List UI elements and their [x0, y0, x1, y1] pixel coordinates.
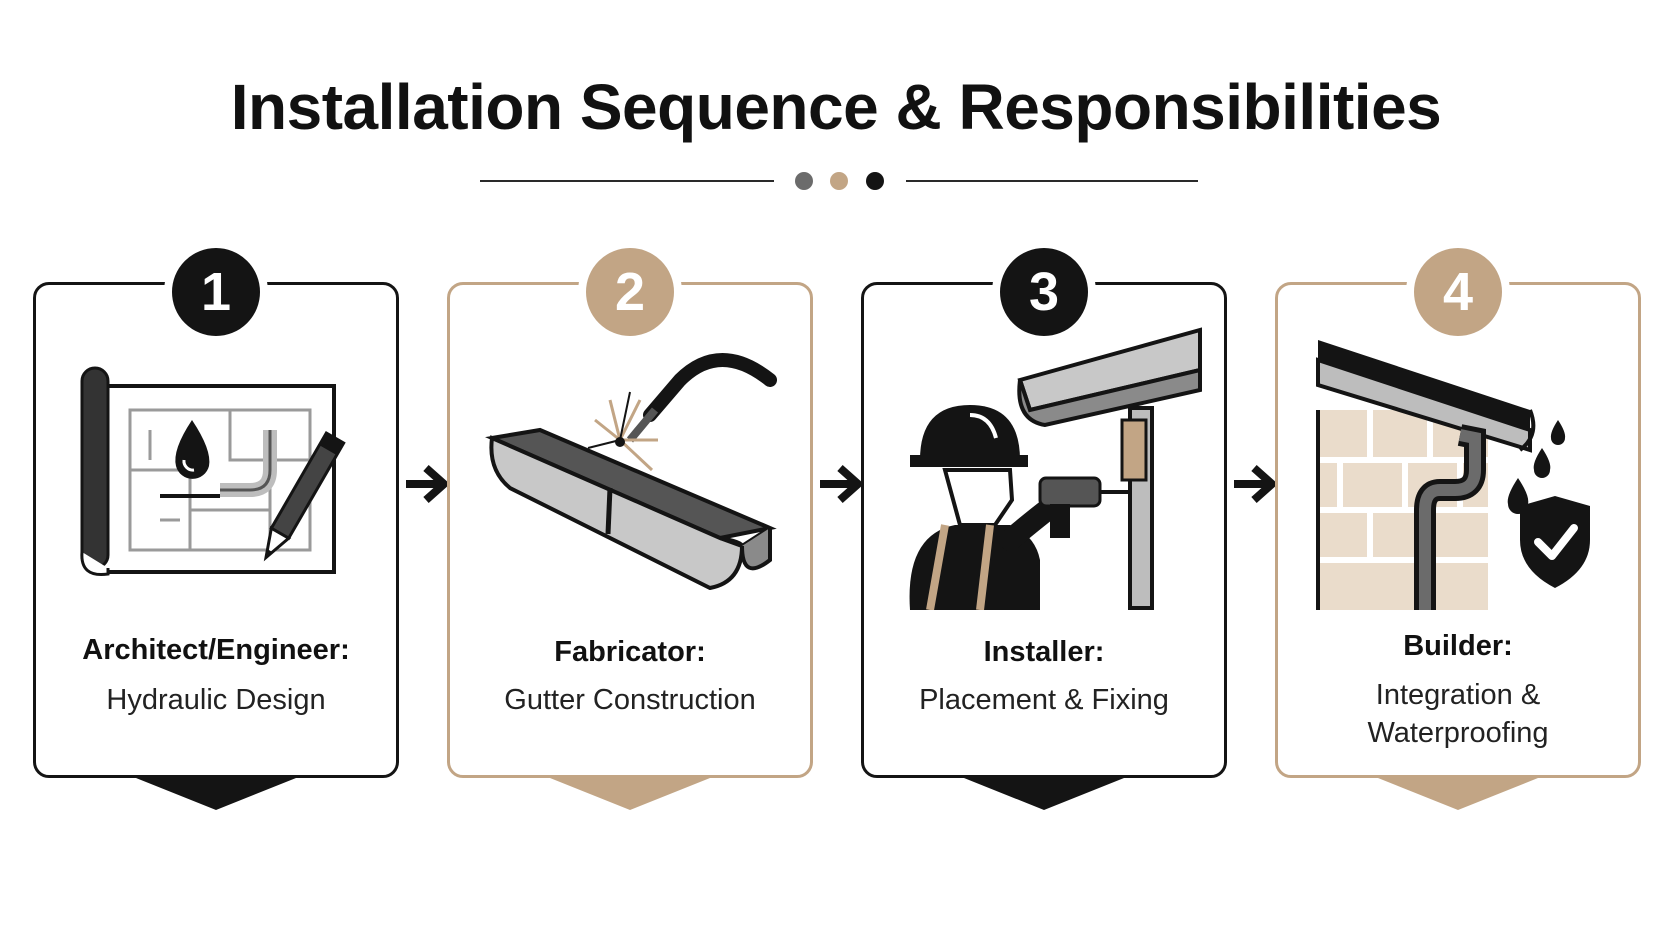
arrow-right-icon: [1234, 465, 1276, 503]
step-role-3: Installer:: [983, 636, 1105, 668]
arrow-right-icon: [820, 465, 862, 503]
title-divider-right: [906, 180, 1198, 182]
divider-dot-tan: [830, 172, 848, 190]
step-number-badge-3: 3: [992, 240, 1096, 344]
divider-dot-dark: [866, 172, 884, 190]
step-role-4: Builder:: [1403, 630, 1513, 662]
step-number-badge-1: 1: [164, 240, 268, 344]
step-task-4: Integration & Waterproofing: [1367, 679, 1549, 749]
divider-dot-grey: [795, 172, 813, 190]
welding-gutter-icon: [485, 353, 777, 590]
card-notch-4: [1378, 778, 1538, 810]
card-notch-3: [964, 778, 1124, 810]
installer-drilling-icon: [909, 327, 1202, 610]
step-number-badge-2: 2: [578, 240, 682, 344]
card-notch-2: [550, 778, 710, 810]
step-task-3: Placement & Fixing: [919, 684, 1169, 716]
step-role-2: Fabricator:: [554, 636, 706, 668]
step-task-1: Hydraulic Design: [106, 684, 326, 716]
card-notch-1: [136, 778, 296, 810]
downpipe-shield-icon: [1316, 340, 1590, 610]
step-task-2: Gutter Construction: [504, 684, 756, 716]
title-divider-left: [480, 180, 774, 182]
step-number-badge-4: 4: [1406, 240, 1510, 344]
blueprint-pencil-icon: [80, 366, 346, 577]
step-role-1: Architect/Engineer:: [82, 634, 350, 666]
arrow-right-icon: [406, 465, 448, 503]
page-title: Installation Sequence & Responsibilities: [230, 71, 1442, 143]
